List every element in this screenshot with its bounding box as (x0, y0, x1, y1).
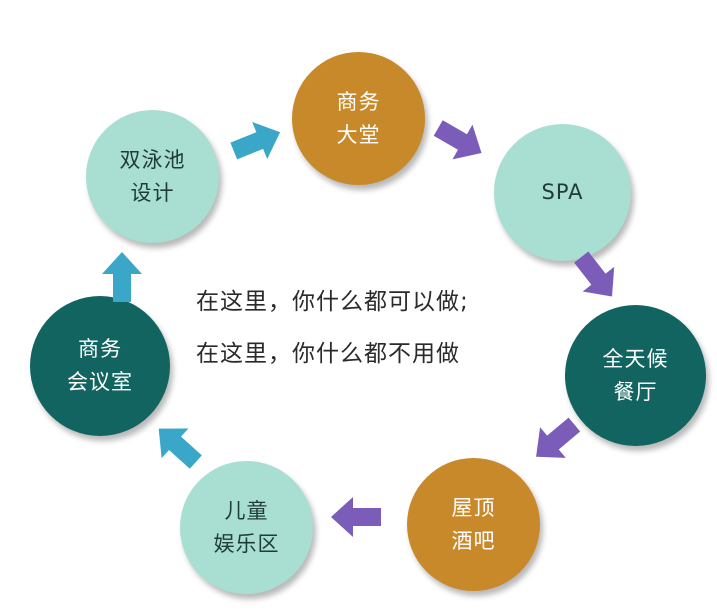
center-slogan: 在这里，你什么都可以做; 在这里，你什么都不用做 (196, 276, 556, 380)
node-label-line1: 双泳池 (119, 147, 186, 172)
node-spa: SPA (494, 124, 631, 261)
node-label-line2: 酒吧 (451, 528, 496, 553)
node-kids-play-area: 儿童 娱乐区 (180, 461, 313, 594)
node-label-line1: 商务 (336, 89, 381, 114)
node-all-day-restaurant: 全天候 餐厅 (565, 305, 706, 446)
node-double-pool-design: 双泳池 设计 (86, 110, 219, 243)
node-business-lobby: 商务 大堂 (292, 52, 425, 185)
node-label-line1: 儿童 (224, 498, 269, 523)
arrow-meeting-to-pool-icon (102, 252, 142, 302)
node-label-line2: 大堂 (336, 122, 381, 147)
slogan-line-2: 在这里，你什么都不用做 (196, 341, 460, 367)
arrow-bar-to-kids-icon (331, 497, 381, 537)
arrow-pool-to-lobby-icon (230, 121, 281, 160)
node-label-line1: 全天候 (602, 346, 669, 371)
node-label-line1: 屋顶 (451, 495, 496, 520)
node-label-line1: 商务 (78, 337, 122, 362)
node-label-line2: 会议室 (67, 370, 133, 394)
node-label-line2: 餐厅 (613, 379, 658, 404)
node-label-line1: SPA (541, 180, 584, 205)
slogan-line-1: 在这里，你什么都可以做; (196, 289, 469, 315)
arrow-kids-to-meeting-icon (158, 428, 202, 469)
node-business-meeting-room: 商务 会议室 (30, 296, 170, 436)
arrow-restaurant-to-bar-icon (536, 417, 581, 458)
node-label-line2: 娱乐区 (213, 531, 280, 556)
node-rooftop-bar: 屋顶 酒吧 (407, 458, 540, 591)
arrow-spa-to-restaurant-icon (574, 251, 615, 297)
node-label-line2: 设计 (130, 180, 175, 205)
arrow-lobby-to-spa-icon (433, 120, 482, 160)
